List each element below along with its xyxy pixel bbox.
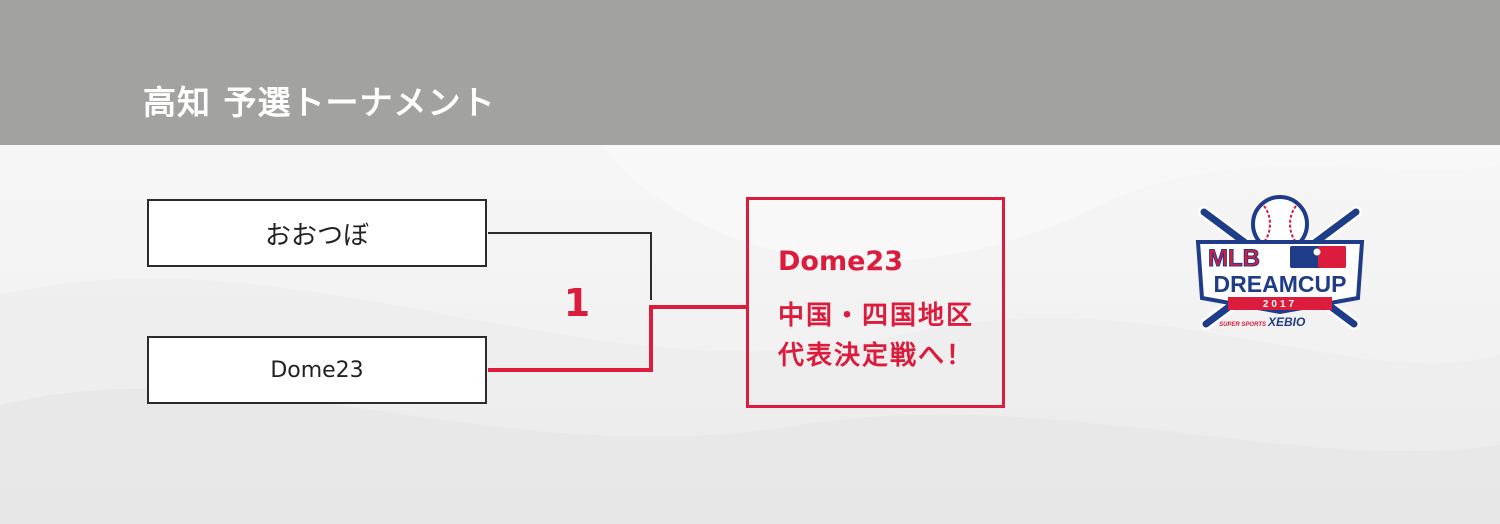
logo-year: 2017 (1263, 299, 1297, 310)
result-line-2: 代表決定戦へ！ (778, 341, 975, 371)
bracket-line-loser (488, 232, 652, 300)
logo-line2: DREAMCUP (1214, 271, 1347, 297)
header-bar: 高知 予選トーナメント (0, 0, 1500, 145)
logo-line1: MLB (1208, 245, 1260, 272)
bracket-line-winner (488, 305, 746, 372)
winner-name: Dome23 (778, 246, 903, 277)
result-box: Dome23 中国・四国地区 代表決定戦へ！ (746, 197, 1005, 408)
team-slot-2: Dome23 (147, 336, 487, 404)
logo-sponsor-small: SUPER SPORTS (1219, 322, 1266, 328)
mlb-dreamcup-logo: MLB DREAMCUP 2017 SUPER SPORTS XEBIO (1195, 195, 1365, 330)
result-line-1: 中国・四国地区 (778, 301, 975, 331)
logo-sponsor: XEBIO (1267, 315, 1306, 329)
match-number: 1 (563, 281, 591, 325)
team-slot-1: おおつぼ (147, 199, 487, 267)
page-title: 高知 予選トーナメント (143, 83, 496, 122)
